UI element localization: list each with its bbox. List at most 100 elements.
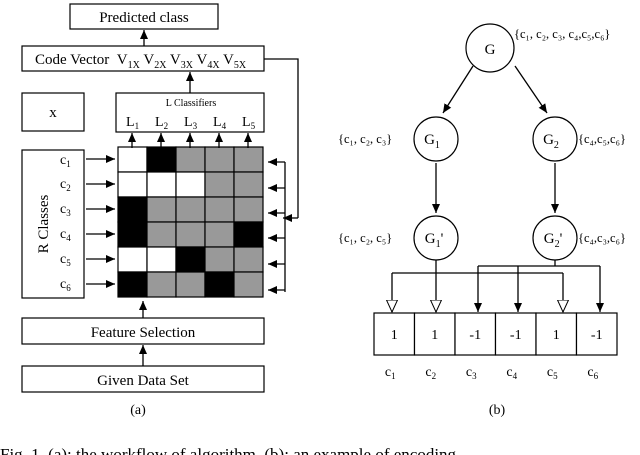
node-g2-label: G2: [543, 132, 559, 151]
matrix-cell-r4-c5: [233, 221, 264, 248]
matrix-cell-r6-c1: [117, 271, 148, 298]
matrix-cell-r5-c5: [233, 246, 264, 273]
classifier-l3: L3: [184, 115, 198, 131]
feature-selection-label: Feature Selection: [91, 325, 196, 341]
code-cell-6: [575, 312, 618, 356]
classifiers-title: L Classifiers: [166, 98, 217, 109]
panel-a: Predicted class Code Vector V1X V2X V3X …: [21, 3, 299, 418]
classifier-l4: L4: [213, 115, 227, 131]
code-class-label-4: c4: [506, 365, 517, 381]
set-g: {c₁, c₂, c₃, c₄,c₅,c₆}: [514, 27, 610, 41]
code-matrix: [117, 146, 264, 298]
code-value-5: 1: [553, 328, 560, 343]
matrix-cell-r3-c3: [175, 196, 206, 223]
matrix-cell-r2-c5: [233, 171, 264, 198]
matrix-cell-r2-c3: [175, 171, 206, 198]
code-class-label-2: c2: [425, 365, 436, 381]
set-g2-prime: {c₄,c₃,c₆}: [578, 231, 626, 245]
matrix-cell-r6-c3: [175, 271, 206, 298]
classifier-labels: L1 L2 L3 L4 L5: [126, 115, 256, 131]
class-label-c3: c3: [60, 202, 71, 218]
matrix-cell-r1-c5: [233, 146, 264, 173]
code-value-6: -1: [591, 328, 603, 343]
input-x-label: x: [49, 105, 57, 121]
given-data-set-label: Given Data Set: [97, 373, 189, 389]
given-data-set-box: [21, 365, 265, 393]
matrix-cell-r3-c4: [204, 196, 235, 223]
matrix-cell-r3-c2: [146, 196, 177, 223]
edge-g-g2: [514, 65, 548, 114]
matrix-cell-r5-c4: [204, 246, 235, 273]
matrix-cell-r2-c4: [204, 171, 235, 198]
matrix-cell-r4-c1: [117, 221, 148, 248]
matrix-cell-r6-c4: [204, 271, 235, 298]
matrix-cell-r1-c2: [146, 146, 177, 173]
feedback-line: [264, 58, 299, 218]
code-class-label-5: c5: [547, 365, 558, 381]
matrix-cell-r5-c1: [117, 246, 148, 273]
matrix-cell-r5-c3: [175, 246, 206, 273]
matrix-cell-r1-c3: [175, 146, 206, 173]
node-g: [465, 23, 515, 73]
node-g1-prime-label: G1': [425, 231, 444, 250]
matrix-cell-r2-c2: [146, 171, 177, 198]
node-g2-prime: [532, 215, 578, 261]
matrix-cell-r1-c1: [117, 146, 148, 173]
caption-a: (a): [130, 403, 146, 418]
node-g-label: G: [485, 42, 496, 58]
matrix-cell-r3-c1: [117, 196, 148, 223]
matrix-cell-r1-c4: [204, 146, 235, 173]
node-g1-prime: [413, 215, 459, 261]
node-g1: [413, 116, 459, 162]
matrix-cell-r5-c2: [146, 246, 177, 273]
classifier-l2: L2: [155, 115, 168, 131]
classes-box: [21, 149, 85, 299]
class-label-c4: c4: [60, 227, 71, 243]
set-g1-prime: {c₁, c₂, c₅}: [338, 231, 392, 245]
set-g1: {c₁, c₂, c₃}: [338, 132, 392, 146]
caption-b: (b): [489, 403, 506, 418]
code-value-4: -1: [510, 328, 522, 343]
predicted-class-box: [69, 3, 219, 30]
code-value-1: 1: [391, 328, 398, 343]
code-cell-1: [373, 312, 416, 356]
code-class-label-3: c3: [466, 365, 477, 381]
feature-selection-box: [21, 317, 265, 345]
classes-title: R Classes: [36, 194, 52, 253]
code-vector-feedback: [264, 58, 299, 294]
matrix-cell-r3-c5: [233, 196, 264, 223]
class-label-c1: c1: [60, 153, 71, 169]
code-vector-label: Code Vector V1X V2X V3X V4X V5X: [35, 52, 247, 72]
class-label-c2: c2: [60, 177, 71, 193]
input-x-box: [21, 92, 85, 132]
matrix-cell-r4-c3: [175, 221, 206, 248]
set-g2: {c₄,c₅,c₆}: [578, 132, 626, 146]
class-label-c5: c5: [60, 252, 71, 268]
matrix-cell-r4-c2: [146, 221, 177, 248]
matrix-cell-r4-c4: [204, 221, 235, 248]
code-vector-box: [21, 45, 265, 72]
edge-g-g1: [442, 65, 474, 114]
matrix-cell-r2-c1: [117, 171, 148, 198]
figure-caption: Fig. 1. (a): the workflow of algorithm, …: [0, 445, 457, 455]
node-g2: [532, 116, 578, 162]
code-class-label-1: c1: [385, 365, 396, 381]
matrix-cell-r6-c5: [233, 271, 264, 298]
node-g1-label: G1: [424, 132, 440, 151]
classifier-l5: L5: [242, 115, 256, 131]
encoding-connectors: [392, 260, 604, 312]
predicted-class-label: Predicted class: [99, 10, 189, 26]
panel-b: G G1 G2 G1' G2' {c₁, c₂, c₃, c₄,c₅,c₆} {…: [338, 23, 626, 418]
code-vector-title: Code Vector: [35, 52, 109, 68]
class-row-arrows: [86, 155, 115, 288]
column-arrows: [128, 133, 252, 148]
class-labels: c1 c2 c3 c4 c5 c6: [60, 153, 71, 293]
class-label-c6: c6: [60, 277, 71, 293]
matrix-cell-r6-c2: [146, 271, 177, 298]
classifier-l1: L1: [126, 115, 139, 131]
code-class-label-6: c6: [587, 365, 598, 381]
code-value-3: -1: [469, 328, 481, 343]
node-g2-prime-label: G2': [544, 231, 563, 250]
